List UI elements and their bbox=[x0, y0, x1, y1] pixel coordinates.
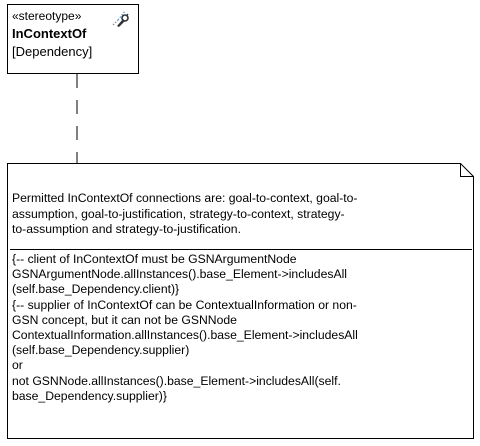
note-anchor-line bbox=[76, 74, 78, 164]
ocl-constraint: {-- client of InContextOf must be GSNArg… bbox=[12, 252, 358, 403]
comment-note[interactable]: Permitted InContextOf connections are: g… bbox=[7, 163, 474, 439]
metaclass-label: [Dependency] bbox=[12, 44, 93, 59]
stereotype-element[interactable]: «stereotype» InContextOf [Dependency] bbox=[7, 4, 139, 74]
note-divider bbox=[10, 249, 472, 250]
stereotype-wrench-icon bbox=[110, 8, 130, 28]
element-name: InContextOf bbox=[12, 26, 87, 41]
note-outline bbox=[7, 163, 474, 439]
stereotype-keyword: «stereotype» bbox=[12, 9, 82, 23]
note-description: Permitted InContextOf connections are: g… bbox=[12, 191, 358, 236]
